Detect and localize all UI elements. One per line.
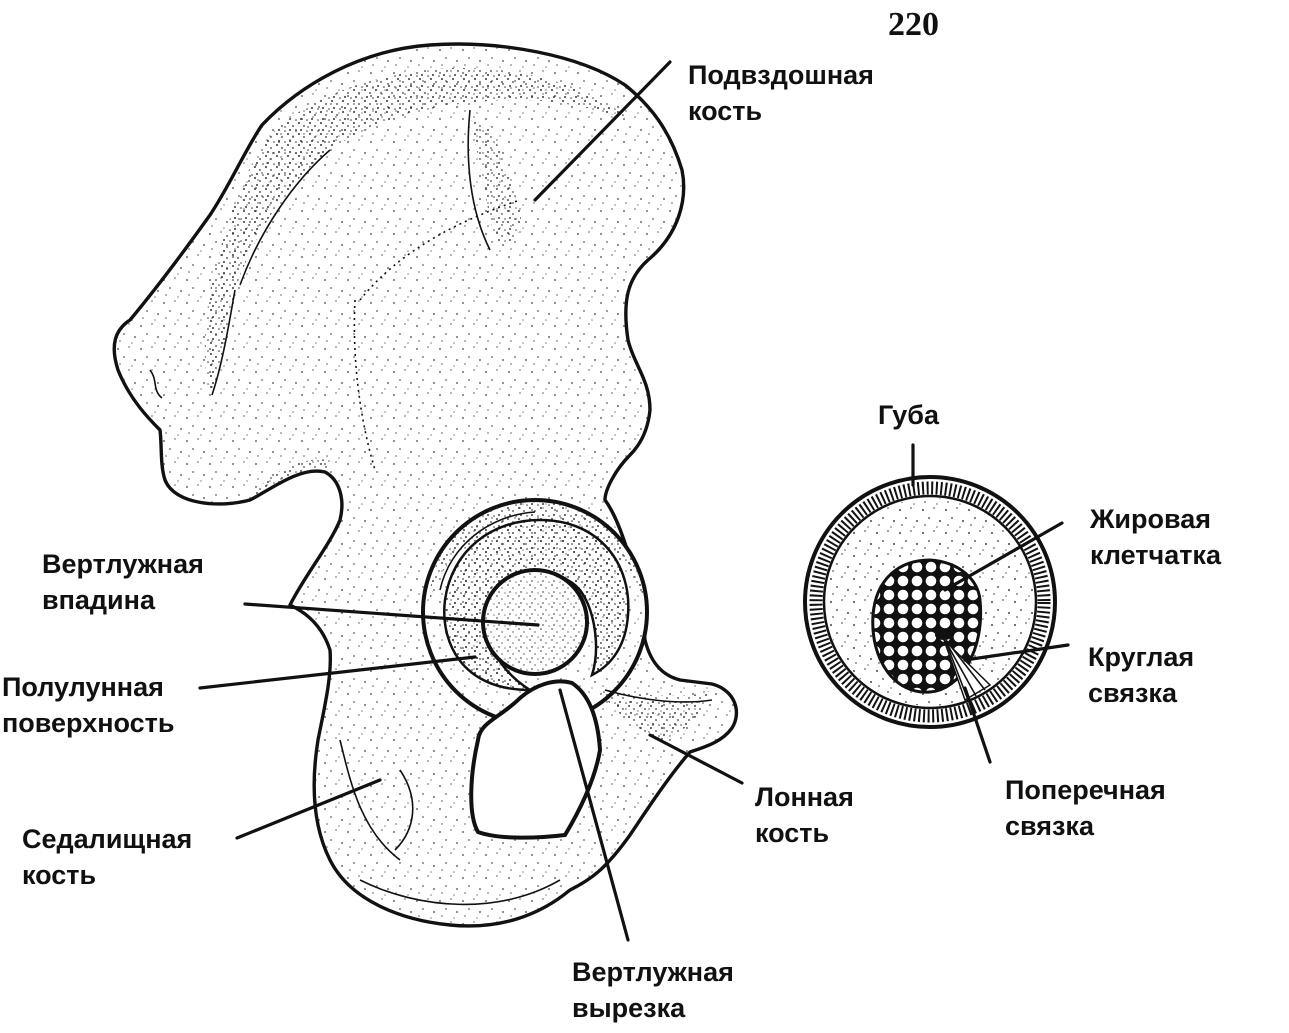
label-ilium: Подвздошная кость	[688, 60, 881, 126]
label-pubis: Лонная кость	[755, 782, 861, 848]
leader-transverse	[963, 686, 992, 764]
leader-acetabulum	[243, 602, 540, 627]
label-acetabulum: Вертлужная впадина	[42, 549, 211, 615]
label-transverse-ligament: Поперечная связка	[1005, 775, 1173, 841]
leader-lunate	[198, 655, 477, 690]
leader-ilium	[533, 60, 672, 202]
label-fat-pad: Жировая клетчатка	[1089, 504, 1222, 570]
label-acetabular-notch: Вертлужная вырезка	[572, 957, 741, 1023]
label-round-ligament: Круглая связка	[1088, 642, 1202, 708]
label-lunate-surface: Полулунная поверхность	[2, 672, 175, 738]
leader-fat	[943, 521, 1064, 592]
leader-lines	[198, 60, 1070, 942]
hip-bone-illustration	[112, 42, 739, 928]
label-ischium: Седалищная кость	[22, 824, 200, 890]
leader-pubis	[648, 733, 744, 785]
page-number: 220	[888, 6, 939, 43]
leader-notch	[558, 688, 630, 942]
label-labrum: Губа	[878, 400, 940, 430]
leader-teres	[963, 643, 1070, 662]
leader-ischium	[235, 778, 382, 840]
acetabulum-section-illustration	[803, 475, 1057, 729]
